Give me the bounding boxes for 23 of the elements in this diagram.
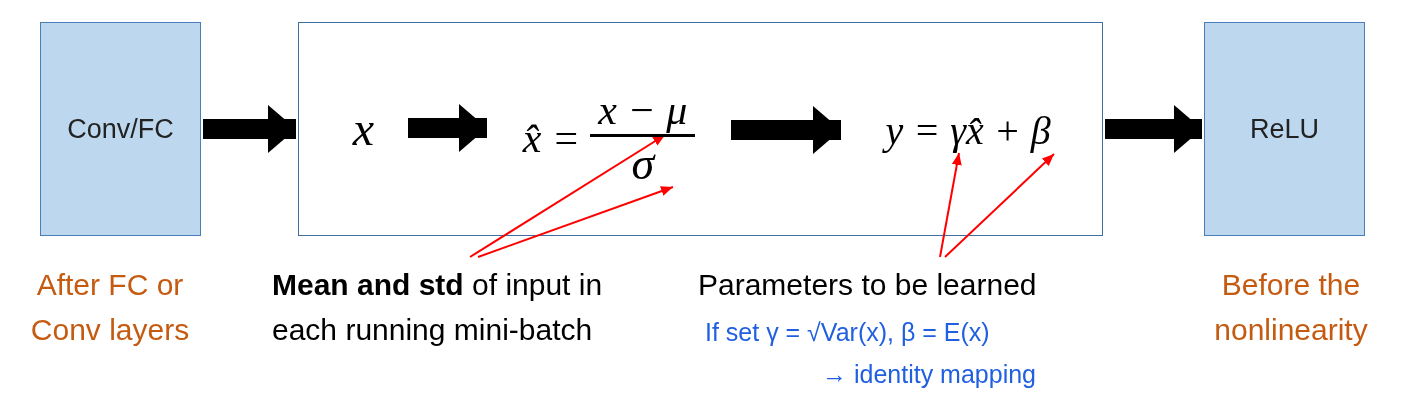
formula-text: x xyxy=(352,100,375,156)
note-text: → identity mapping xyxy=(822,360,1036,389)
denominator-text: σ xyxy=(631,137,655,190)
process-box xyxy=(298,22,1103,236)
numerator-text: x − μ xyxy=(590,86,696,137)
annotation-text: Mean and std of input in each running mini-batch xyxy=(272,267,604,348)
layer-note: Before the nonlinearity xyxy=(1213,267,1369,348)
layer-box xyxy=(40,22,201,236)
layer-box xyxy=(1204,22,1365,236)
block-arrow xyxy=(731,106,841,154)
leader-line xyxy=(477,186,674,258)
annotation-text: Parameters to be learned xyxy=(698,267,1037,303)
layer-note: After FC or Conv layers xyxy=(29,267,191,348)
block-arrow xyxy=(1105,105,1202,153)
note-text: If set γ = √Var(x), β = E(x) xyxy=(705,318,990,347)
block-arrow xyxy=(408,104,487,152)
layer-label: Conv/FC xyxy=(67,113,174,145)
block-arrow xyxy=(203,105,296,153)
leader-line xyxy=(944,153,1055,258)
layer-label: ReLU xyxy=(1250,113,1319,145)
formula-text: x̂ = xyxy=(522,114,581,162)
leader-line xyxy=(939,152,962,258)
leader-line xyxy=(469,134,666,258)
